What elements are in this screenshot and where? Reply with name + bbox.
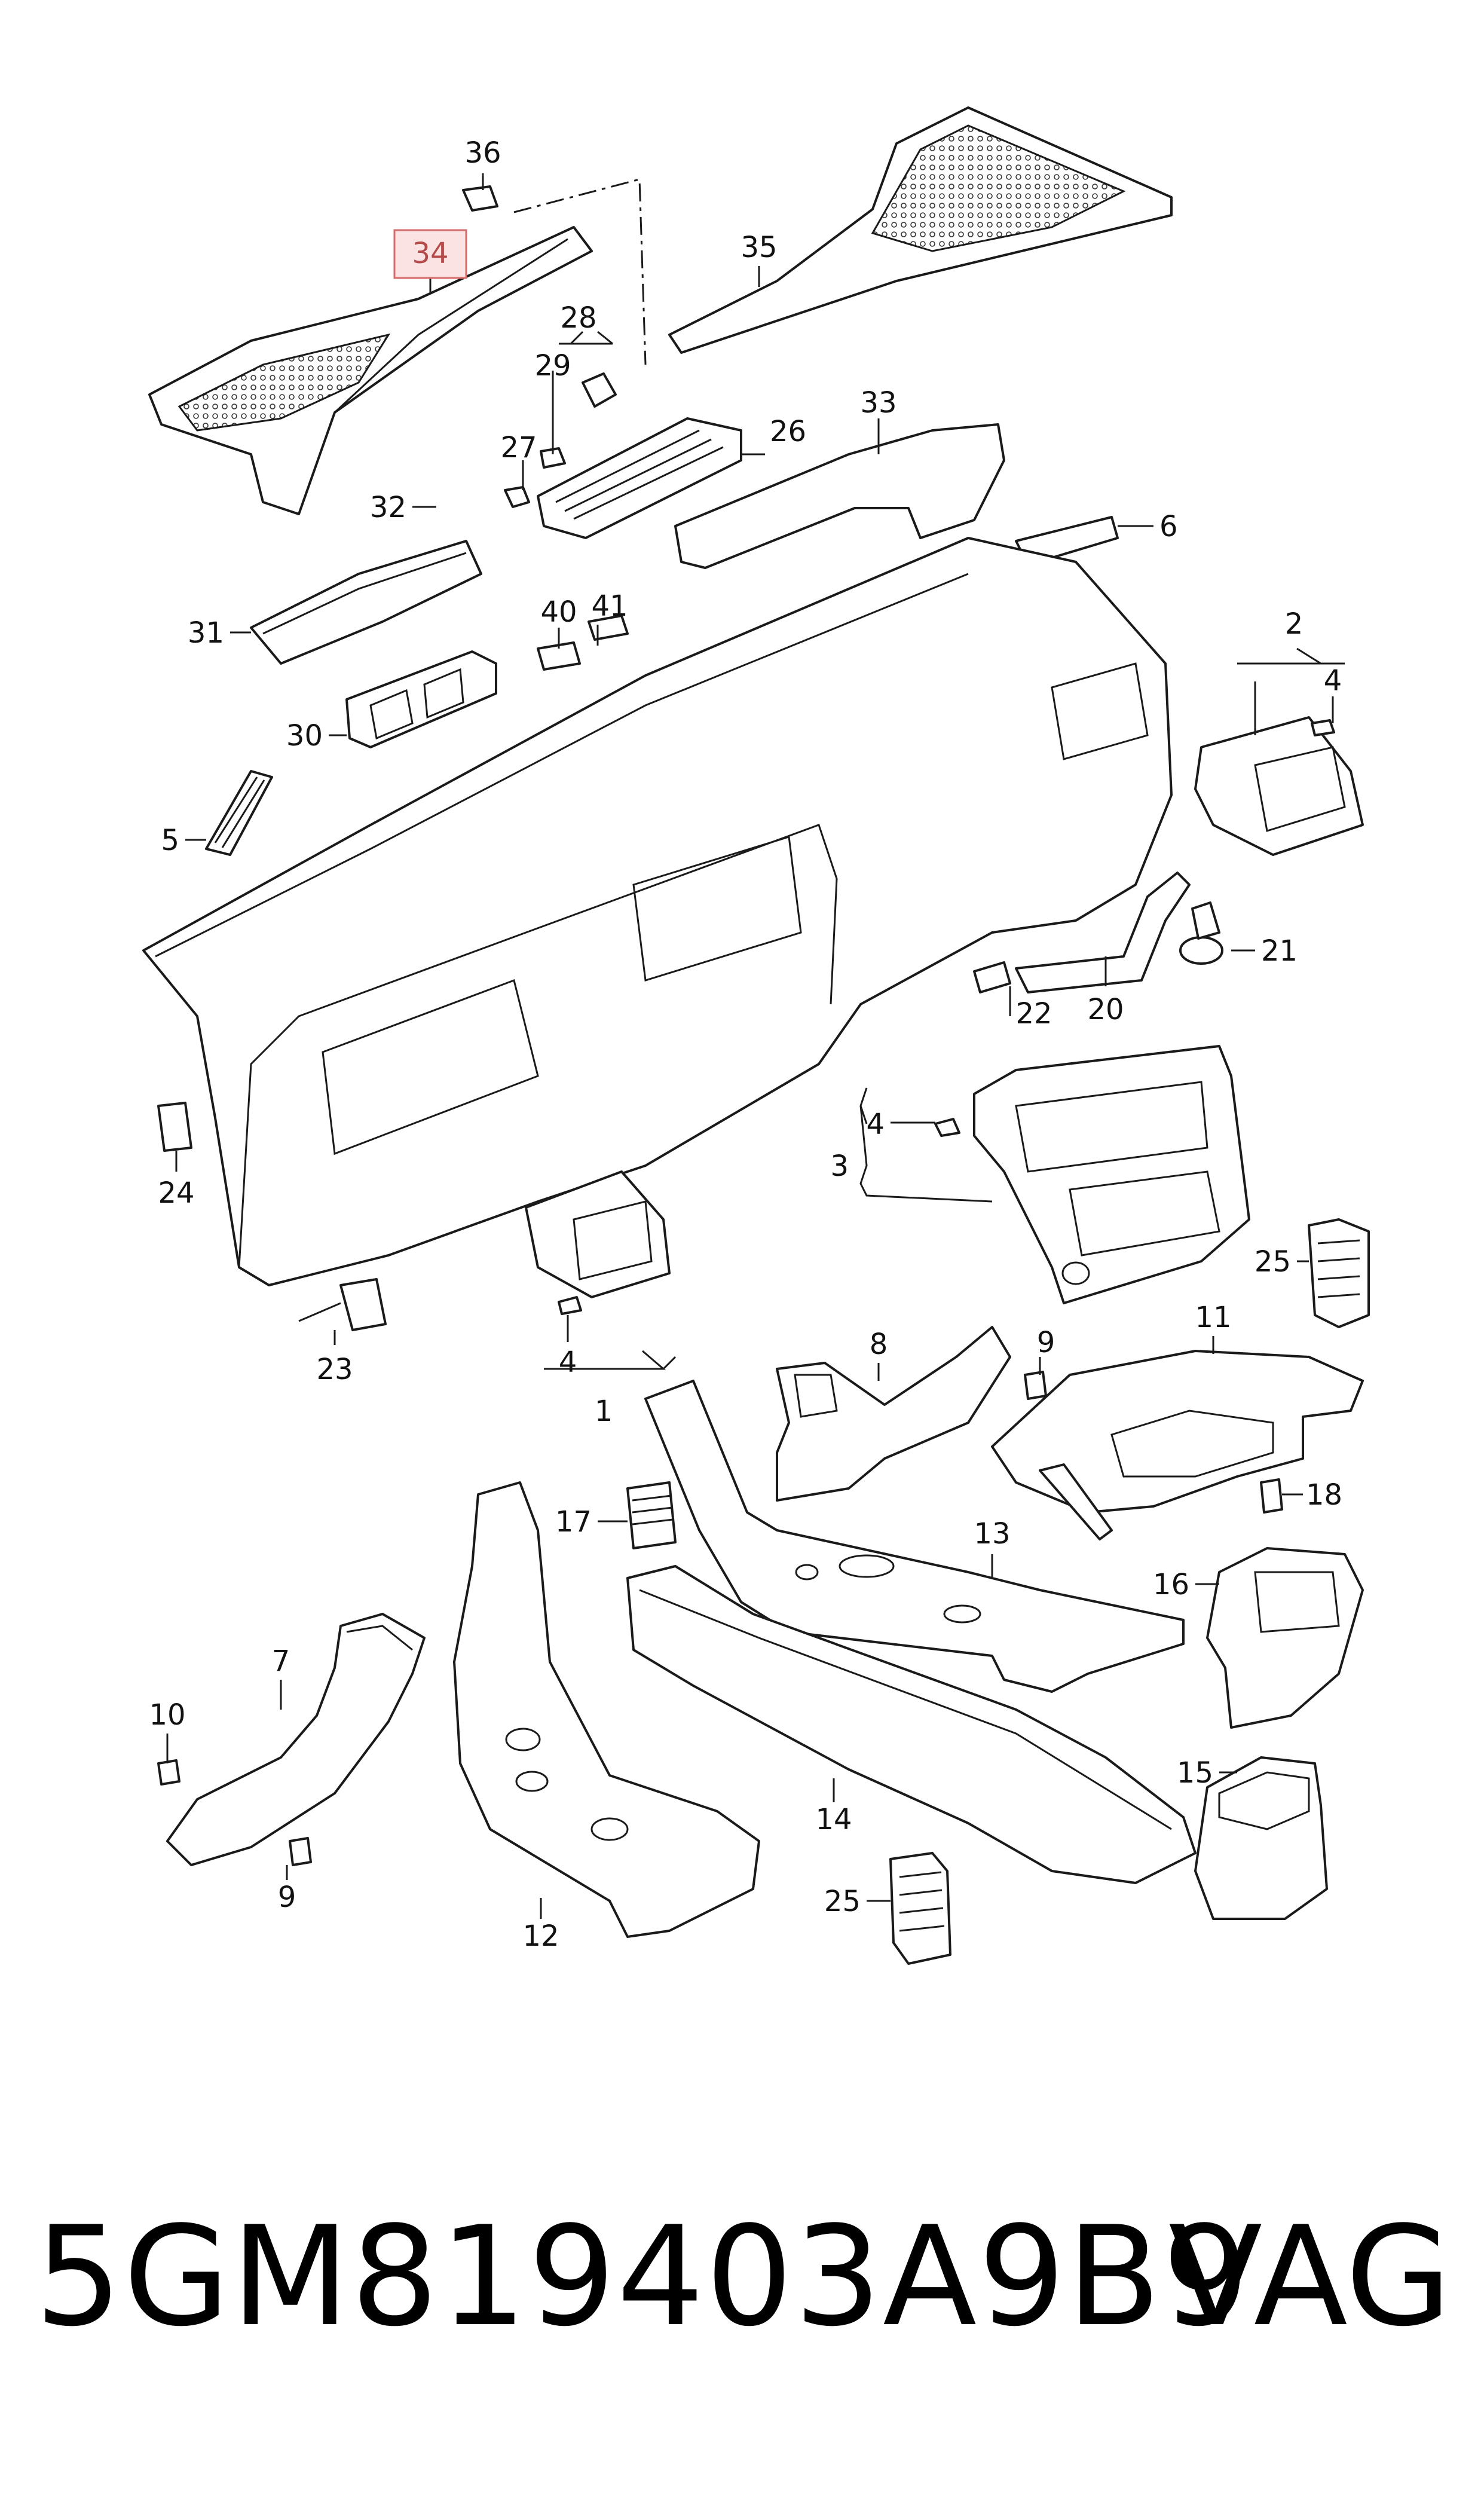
callout-1[interactable]: 1	[595, 1395, 613, 1428]
callout-34-label: 34	[412, 237, 448, 270]
part-29-connector	[582, 372, 617, 408]
part-21-grommet	[1179, 901, 1223, 965]
part-23-sensor	[298, 1278, 387, 1331]
brand-name: VAG	[1168, 2197, 1452, 2357]
callout-8[interactable]: 8	[870, 1328, 888, 1361]
callout-25-lower[interactable]: 25	[824, 1885, 861, 1918]
part-11-console-duct	[991, 1350, 1364, 1540]
part-15-rear-duct	[1194, 1756, 1328, 1920]
part-5-side-vent	[205, 770, 273, 856]
callout-36[interactable]: 36	[464, 136, 501, 170]
callout-5[interactable]: 5	[161, 824, 179, 857]
callout-7[interactable]: 7	[272, 1644, 290, 1678]
part-40-speaker-cover	[537, 641, 581, 671]
part-8-duct-bracket	[776, 1326, 1011, 1502]
callout-41[interactable]: 41	[591, 589, 628, 623]
part-31-defroster-duct	[250, 540, 482, 665]
part-9-screw-lower	[289, 1837, 312, 1866]
callout-17[interactable]: 17	[555, 1505, 592, 1539]
part-18-bolt	[1260, 1478, 1283, 1514]
part-25-small-vent	[1308, 1218, 1370, 1328]
callout-33[interactable]: 33	[860, 386, 896, 420]
callout-labels: 36 35 28 29 26 27 33 32 6 41 40 31 2 4 3…	[149, 136, 1342, 1953]
part-14-long-duct	[626, 1565, 1197, 1884]
callout-3[interactable]: 3	[830, 1150, 849, 1183]
callout-27[interactable]: 27	[500, 431, 537, 464]
callout-35[interactable]: 35	[741, 231, 777, 264]
callout-26[interactable]: 26	[770, 415, 806, 448]
part-35-plenum-cover-right	[668, 106, 1173, 354]
callout-24[interactable]: 24	[158, 1176, 194, 1210]
part-34-plenum-cover-left	[148, 226, 593, 515]
callout-9-lower[interactable]: 9	[278, 1881, 296, 1914]
callout-4-vent-right[interactable]: 4	[1324, 664, 1342, 698]
callout-29[interactable]: 29	[534, 349, 571, 383]
callout-13[interactable]: 13	[974, 1517, 1010, 1551]
callout-10[interactable]: 10	[149, 1698, 185, 1732]
callout-4-center[interactable]: 4	[866, 1108, 885, 1141]
callout-32[interactable]: 32	[370, 491, 406, 524]
footer: 5GM819403A9B9 VAG	[0, 2200, 1484, 2355]
part-9-screw-upper	[1024, 1371, 1047, 1400]
part-12-floor-duct-left	[453, 1481, 760, 1938]
part-25-small-vent-lower	[889, 1852, 951, 1965]
callout-11[interactable]: 11	[1195, 1301, 1231, 1334]
part-2-air-vent-right	[1194, 716, 1364, 856]
callout-12[interactable]: 12	[522, 1919, 559, 1953]
callout-31[interactable]: 31	[188, 616, 224, 650]
part-13-floor-duct	[644, 1380, 1185, 1693]
callout-18[interactable]: 18	[1306, 1478, 1342, 1512]
callout-15[interactable]: 15	[1177, 1756, 1213, 1790]
callout-21[interactable]: 21	[1261, 934, 1298, 968]
callout-9-upper[interactable]: 9	[1037, 1326, 1055, 1359]
part-36-clip	[462, 185, 498, 212]
part-30-duct-connector	[345, 650, 497, 748]
callout-30[interactable]: 30	[286, 719, 323, 753]
part-16-rear-vent	[1206, 1547, 1364, 1729]
callout-23[interactable]: 23	[316, 1353, 353, 1386]
callout-25-upper[interactable]: 25	[1254, 1245, 1291, 1279]
callout-2[interactable]: 2	[1285, 607, 1304, 641]
callout-4-vent-left[interactable]: 4	[559, 1346, 577, 1379]
part-1-air-vent-left	[525, 1170, 671, 1315]
dashboard-carrier	[142, 537, 1173, 1286]
leader-lines	[166, 173, 1345, 1919]
callout-40[interactable]: 40	[540, 595, 577, 629]
alignment-line-34-35	[513, 178, 647, 365]
part-7-footwell-duct	[166, 1613, 426, 1866]
callout-6[interactable]: 6	[1159, 510, 1178, 543]
part-number: 5GM819403A9B9	[35, 2197, 1251, 2357]
part-33-bracket	[674, 423, 1005, 569]
callout-16[interactable]: 16	[1153, 1568, 1189, 1601]
part-24-bracket	[157, 1102, 192, 1152]
callout-28[interactable]: 28	[560, 301, 596, 335]
part-26-grille	[537, 417, 742, 539]
part-22-nozzle	[973, 961, 1011, 993]
callout-34-highlighted[interactable]: 34	[393, 229, 467, 279]
part-10-clip	[157, 1759, 180, 1786]
callout-20[interactable]: 20	[1087, 993, 1124, 1026]
part-20-hose	[1015, 872, 1191, 993]
callout-22[interactable]: 22	[1015, 997, 1052, 1031]
part-27-nut	[504, 486, 530, 508]
part-17-clip	[626, 1481, 677, 1549]
callout-14[interactable]: 14	[815, 1803, 852, 1836]
part-3-center-vent-trim	[934, 1045, 1250, 1304]
